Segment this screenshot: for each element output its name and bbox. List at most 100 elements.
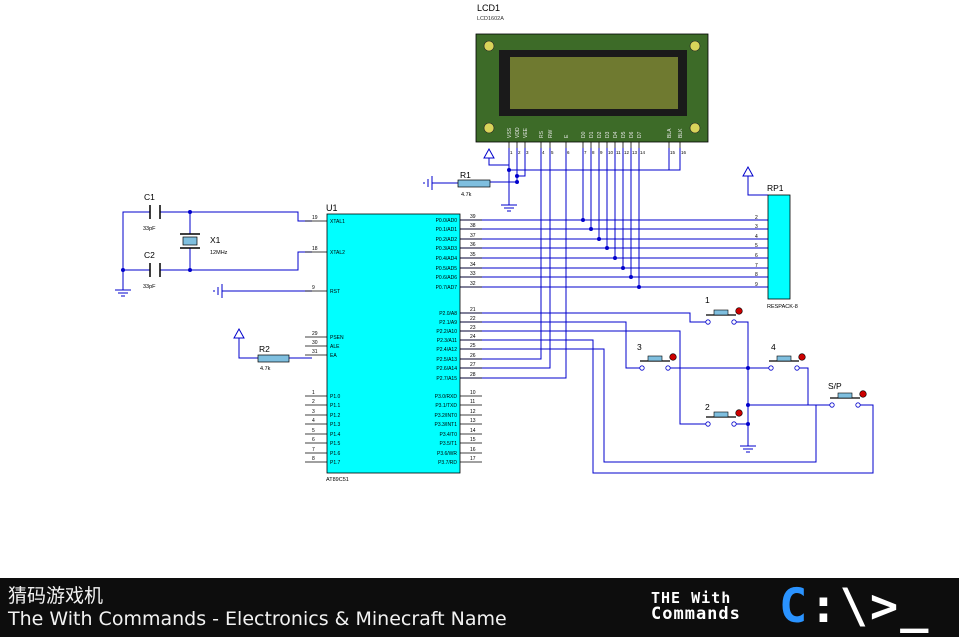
lcd-pin-label: D7 (637, 131, 643, 138)
push-button-b4[interactable]: 4 (768, 342, 806, 371)
mcu-pin-label: P0.7/AD7 (436, 285, 458, 291)
lcd-pin-number: 4 (542, 150, 545, 155)
mcu-pin-number: 36 (470, 242, 476, 248)
mcu-pin-label: P3.6/WR (437, 451, 457, 457)
mcu-pin-label: P1.0 (330, 394, 341, 400)
channel-tagline: The With Commands - Electronics & Minecr… (8, 608, 507, 630)
mcu-pin-label: P2.5/A13 (436, 357, 457, 363)
mcu-pin-label: P1.1 (330, 403, 341, 409)
mcu-pin-number: 31 (312, 349, 318, 355)
junctions (121, 168, 750, 426)
lcd-part: LCD1602A (477, 16, 504, 22)
mcu-pin-number: 10 (470, 390, 476, 396)
lcd-mount-hole (483, 122, 495, 134)
mcu-pin-number: 16 (470, 447, 476, 453)
rp1-pin-number: 7 (755, 263, 758, 269)
lcd-pin-number: 12 (624, 150, 630, 155)
mcu-pin-label: P1.5 (330, 441, 341, 447)
rp1-pin-number: 5 (755, 243, 758, 249)
push-button-b1[interactable]: 1 (705, 295, 743, 325)
mcu-pin-label: P1.6 (330, 451, 341, 457)
mcu-pin-label: P0.1/AD1 (436, 227, 458, 233)
footer-bar: 猜码游戏机 The With Commands - Electronics & … (0, 578, 959, 637)
brand-mark-c: C (779, 579, 810, 634)
mcu-pin-number: 26 (470, 353, 476, 359)
r1-body (457, 179, 491, 188)
brand-text-bottom: Commands (651, 604, 741, 624)
mcu-pin-number: 23 (470, 325, 476, 331)
mcu-pin-label: EA (330, 353, 337, 359)
button-label: S/P (828, 381, 842, 391)
mcu-pin-number: 17 (470, 456, 476, 462)
lcd-pin-number: 8 (592, 150, 595, 155)
lcd-pin-label: D1 (589, 131, 595, 138)
r2-value: 4.7k (260, 366, 271, 372)
lcd-module[interactable]: LCD1 LCD1602A VSS1VDD2VEE3RS4RW5E6D07D18… (475, 3, 709, 155)
mcu-pin-label: P1.2 (330, 413, 341, 419)
button-indicator-icon (798, 353, 806, 361)
mcu-pin-label: P2.7/A15 (436, 376, 457, 382)
brand-mark-colon: : (809, 579, 840, 634)
mcu-pin-number: 39 (470, 214, 476, 220)
button-indicator-icon (669, 353, 677, 361)
capacitor-c1[interactable]: C1 33pF (143, 192, 161, 232)
mcu-pin-number: 6 (312, 437, 315, 443)
brand-mark-prompt: \>_ (839, 579, 931, 634)
push-button-bsp[interactable]: S/P (828, 381, 867, 408)
mcu-pin-label: P3.3/INT1 (434, 422, 457, 428)
mcu-pin-number: 34 (470, 262, 476, 268)
button-contact (768, 365, 774, 371)
rp1-pin-number: 2 (755, 215, 758, 221)
lcd-pin-label: D0 (581, 131, 587, 138)
mcu-pin-number: 2 (312, 399, 315, 405)
mcu-ref: U1 (326, 203, 338, 213)
mcu-pin-number: 33 (470, 271, 476, 277)
button-label: 4 (771, 342, 776, 352)
c1-ref: C1 (144, 192, 155, 202)
mcu-at89c51[interactable]: U1 AT89C51 19XTAL118XTAL29RST29PSEN30ALE… (305, 203, 482, 483)
capacitor-c2[interactable]: C2 33pF (143, 250, 161, 290)
mcu-pin-number: 25 (470, 343, 476, 349)
button-contact (829, 402, 835, 408)
mcu-pin-number: 30 (312, 340, 318, 346)
button-contact (639, 365, 645, 371)
button-contact (731, 421, 737, 427)
mcu-pin-label: P1.4 (330, 432, 341, 438)
lcd-pin-number: 6 (567, 150, 570, 155)
mcu-pin-label: P3.4/T0 (439, 432, 457, 438)
mcu-pin-label: P0.3/AD3 (436, 246, 458, 252)
mcu-pin-number: 38 (470, 223, 476, 229)
button-indicator-icon (735, 307, 743, 315)
lcd-pin-number: 11 (616, 150, 621, 155)
rp1-ref: RP1 (767, 183, 784, 193)
mcu-pin-number: 13 (470, 418, 476, 424)
resistor-r2[interactable]: R2 4.7k (257, 344, 290, 372)
lcd-pin-number: 9 (600, 150, 603, 155)
crystal-x1[interactable]: X1 12MHz (180, 233, 228, 256)
mcu-pin-label: PSEN (330, 335, 344, 341)
mcu-pin-label: P0.5/AD5 (436, 266, 458, 272)
button-label: 3 (637, 342, 642, 352)
lcd-pin-label: D2 (597, 131, 603, 138)
mcu-pin-number: 14 (470, 428, 476, 434)
lcd-pin-number: 1 (510, 150, 513, 155)
r1-ref: R1 (460, 170, 471, 180)
mcu-right-pins: 39P0.0/AD038P0.1/AD137P0.2/AD236P0.3/AD3… (434, 214, 482, 466)
brand-text-top: THE With (651, 589, 732, 607)
mcu-pin-label: P2.6/A14 (436, 366, 457, 372)
button-contact (705, 319, 711, 325)
push-button-b3[interactable]: 3 (637, 342, 677, 371)
push-button-b2[interactable]: 2 (705, 402, 743, 427)
circuit-schematic: LCD1 LCD1602A VSS1VDD2VEE3RS4RW5E6D07D18… (115, 3, 874, 483)
rp1-pin-number: 9 (755, 282, 758, 288)
mcu-pin-label: RST (330, 289, 340, 295)
mcu-pin-number: 22 (470, 316, 476, 322)
resistor-r1[interactable]: R1 4.7k (457, 170, 491, 198)
lcd-pin-number: 5 (551, 150, 554, 155)
wires (122, 148, 874, 474)
lcd-pin-number: 15 (670, 150, 676, 155)
mcu-pin-number: 3 (312, 409, 315, 415)
mcu-pin-number: 8 (312, 456, 315, 462)
lcd-pin-label: D4 (613, 131, 619, 138)
